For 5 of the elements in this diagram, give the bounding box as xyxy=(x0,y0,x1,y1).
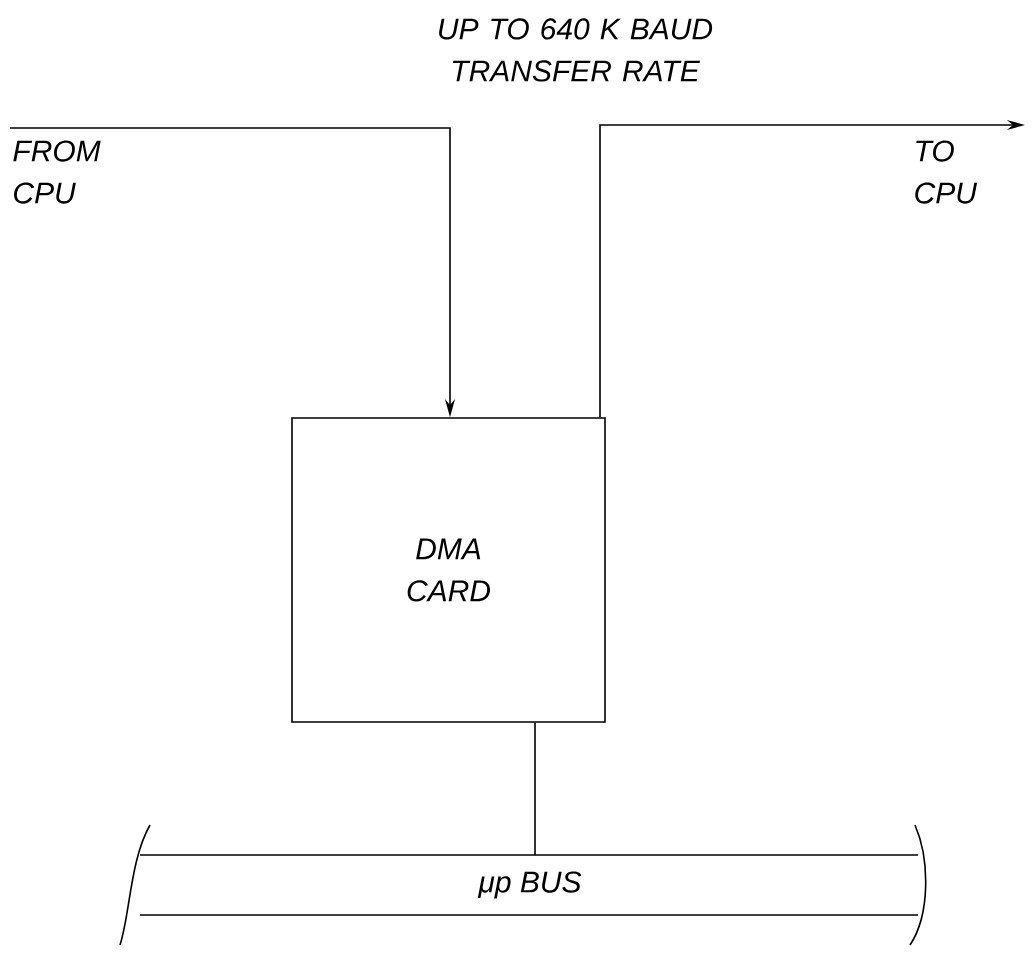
bus-band: μp BUS xyxy=(119,824,927,946)
destination-label: TO CPU xyxy=(915,140,978,204)
source-label: FROM CPU xyxy=(13,140,101,204)
note-text: UP TO 640 K BAUD TRANSFER RATE xyxy=(439,18,713,82)
card-box: DMA CARD xyxy=(291,417,606,723)
